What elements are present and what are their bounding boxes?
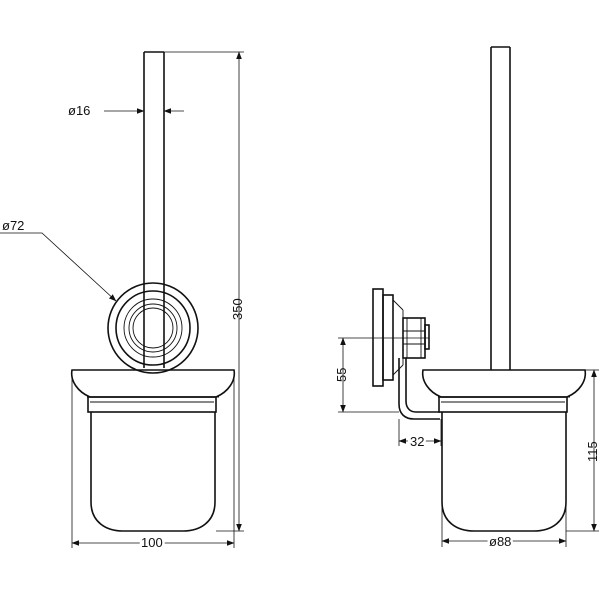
front-rod xyxy=(143,51,165,368)
dim-bracket-depth: 32 xyxy=(398,419,442,452)
dim-bracket-depth-label: 32 xyxy=(410,434,424,449)
dim-cup-width-label: 100 xyxy=(141,535,163,550)
dim-cup-height: 115 xyxy=(566,369,600,532)
dim-cup-diameter: ø88 xyxy=(441,505,567,552)
side-wall-plate xyxy=(372,288,404,387)
dim-total-height: 350 xyxy=(164,51,245,532)
dim-cup-height-label: 115 xyxy=(585,441,600,462)
dim-cup-width: 100 xyxy=(71,375,235,553)
dim-mount-diameter: ø72 xyxy=(0,218,117,302)
dim-bracket-height-label: 55 xyxy=(334,368,349,382)
side-bracket-arm xyxy=(398,358,455,420)
side-view: 55 32 115 ø88 xyxy=(334,46,600,552)
side-cup xyxy=(421,369,587,532)
front-cup xyxy=(70,369,236,532)
dim-rod-diameter: ø16 xyxy=(68,103,184,118)
front-wall-mount xyxy=(107,282,199,374)
dim-mount-diameter-label: ø72 xyxy=(2,218,24,233)
side-rod xyxy=(490,46,511,370)
front-view: ø16 ø72 350 100 xyxy=(0,51,245,553)
dim-cup-diameter-label: ø88 xyxy=(489,534,511,549)
dim-rod-diameter-label: ø16 xyxy=(68,103,90,118)
dim-bracket-height: 55 xyxy=(334,337,429,413)
dim-total-height-label: 350 xyxy=(230,298,245,320)
